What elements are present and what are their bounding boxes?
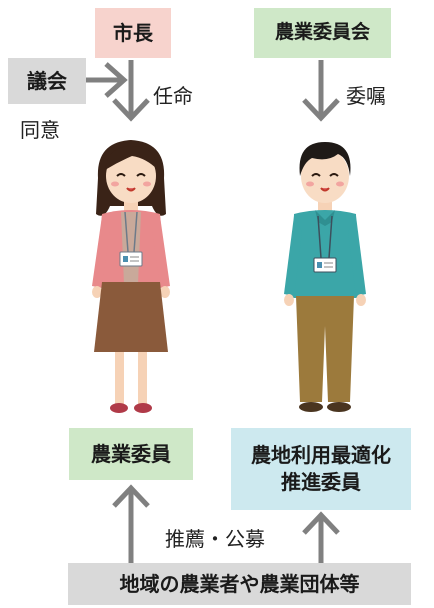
farmland-promoter-box: 農地利用最適化 推進委員: [231, 428, 411, 510]
consent-label: 同意: [20, 118, 60, 142]
mayor-box: 市長: [95, 8, 171, 58]
agricultural-member-box: 農業委員: [69, 428, 193, 480]
assembly-box: 議会: [8, 58, 86, 104]
recommend-label: 推薦・公募: [165, 527, 265, 551]
mayor-label: 市長: [113, 20, 153, 45]
assembly-label: 議会: [27, 68, 67, 93]
arrow-committee-to-promoter: [302, 60, 340, 122]
appoint-label: 任命: [153, 84, 193, 108]
agricultural-member-label: 農業委員: [91, 441, 171, 466]
arrow-source-to-promoter: [302, 511, 340, 564]
agricultural-committee-label: 農業委員会: [274, 21, 370, 44]
woman-illustration: [92, 140, 170, 413]
commission-label: 委嘱: [346, 84, 386, 108]
man-illustration: [284, 142, 366, 412]
local-farmers-label: 地域の農業者や農業団体等: [119, 571, 360, 596]
arrow-source-to-member: [112, 484, 150, 564]
farmland-promoter-label-line2: 推進委員: [281, 470, 361, 494]
arrow-assembly-to-appoint: [86, 62, 128, 98]
agricultural-committee-box: 農業委員会: [254, 8, 391, 58]
farmland-promoter-label-line1: 農地利用最適化: [251, 443, 391, 467]
local-farmers-box: 地域の農業者や農業団体等: [68, 563, 411, 605]
arrow-mayor-to-member: [112, 60, 150, 122]
